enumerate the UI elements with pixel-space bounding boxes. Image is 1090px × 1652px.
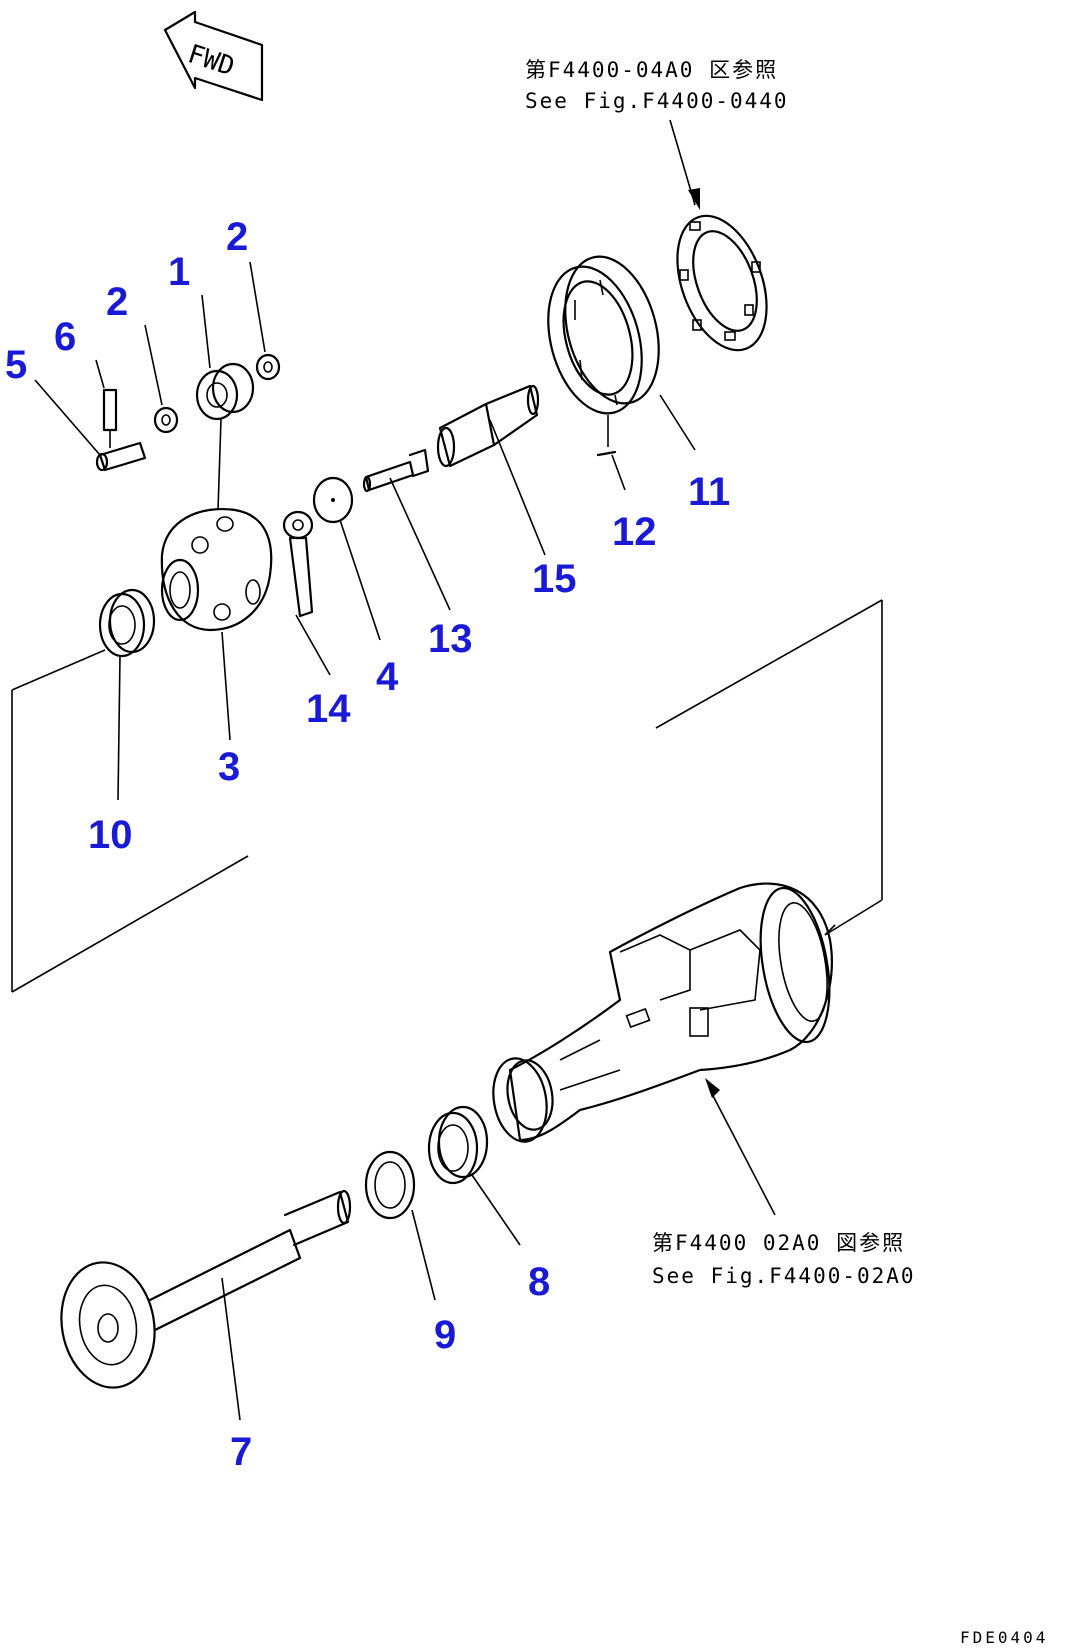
callout-12: 12: [612, 510, 657, 554]
callout-8: 8: [528, 1260, 550, 1304]
callout-10: 10: [88, 813, 133, 857]
reference-bottom-line2: See Fig.F4400-02A0: [652, 1264, 916, 1288]
callout-5: 5: [5, 343, 27, 387]
reference-top-arrow: [669, 119, 700, 210]
callout-9: 9: [434, 1313, 456, 1357]
pin-12: [596, 415, 617, 457]
callout-11: 11: [688, 470, 730, 514]
callout-2-top: 2: [226, 215, 248, 259]
callout-2-left: 2: [106, 280, 128, 324]
reference-top-line1: 第F4400-04A0 区参照: [525, 58, 778, 82]
callout-15: 15: [532, 557, 577, 601]
washer-4: [312, 476, 354, 524]
fwd-arrow-icon: FWD: [163, 10, 264, 102]
callout-3: 3: [218, 745, 240, 789]
reference-bottom-arrow: [705, 1078, 776, 1216]
lock-plate-14: [282, 510, 314, 618]
pin-6: [102, 388, 118, 448]
callout-7: 7: [230, 1430, 252, 1474]
bolt-13: [362, 448, 430, 493]
reference-bottom-line1: 第F4400 02A0 図参照: [652, 1231, 905, 1255]
nut-2b: [255, 353, 281, 381]
axle-housing: [492, 882, 836, 1143]
assembly-frame: [11, 599, 883, 993]
nut-2a: [153, 406, 179, 434]
pin-5: [95, 441, 147, 472]
bearing-1: [195, 362, 255, 511]
callout-14: 14: [306, 687, 351, 731]
nut-9: [364, 1150, 436, 1301]
differential-case-3: [160, 508, 273, 741]
callout-6: 6: [54, 315, 76, 359]
figure-id: FDE0404: [960, 1628, 1048, 1647]
reference-top-line2: See Fig.F4400-0440: [525, 89, 789, 113]
bearing-8: [427, 1105, 521, 1246]
leader-lines: [34, 261, 696, 676]
callout-1: 1: [168, 250, 190, 294]
bearing-retainer-plate: [676, 214, 768, 352]
bearing-10: [98, 588, 156, 801]
pinion-shaft: [436, 384, 540, 468]
ring-gear: [547, 255, 660, 415]
fwd-label: FWD: [184, 39, 238, 82]
callout-4: 4: [376, 655, 399, 699]
callout-13: 13: [428, 617, 473, 661]
axle-shaft-7: [60, 1189, 352, 1421]
